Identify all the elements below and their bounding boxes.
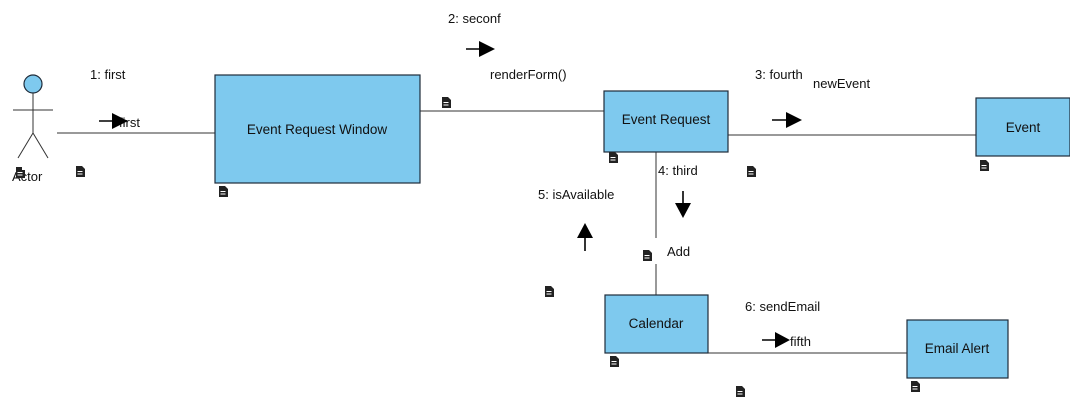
arrow-right-icon xyxy=(99,113,128,129)
arrow-up-icon xyxy=(577,223,593,251)
node-event-request-window[interactable]: Event Request Window xyxy=(214,74,421,184)
node-event[interactable]: Event xyxy=(975,97,1070,157)
node-email-alert-label: Email Alert xyxy=(925,341,990,356)
arrow-down-icon xyxy=(675,191,691,218)
message-3-sublabel: newEvent xyxy=(813,76,870,91)
message-2-label: 2: seconf xyxy=(448,11,501,26)
node-calendar[interactable]: Calendar xyxy=(604,294,709,354)
document-icon xyxy=(911,381,920,392)
node-calendar-label: Calendar xyxy=(629,316,684,331)
node-event-request-window-label: Event Request Window xyxy=(247,122,388,137)
message-4-label: 4: third xyxy=(658,163,698,178)
message-3-label: 3: fourth xyxy=(755,67,803,82)
message-2-operation: renderForm() xyxy=(490,67,567,82)
message-1-label: 1: first xyxy=(90,67,126,82)
arrow-right-icon xyxy=(762,332,790,348)
message-6-operation: fifth xyxy=(790,334,811,349)
message-5-label: 5: isAvailable xyxy=(538,187,614,202)
document-icon xyxy=(219,186,228,197)
document-icon xyxy=(980,160,989,171)
message-6-label: 6: sendEmail xyxy=(745,299,820,314)
document-icon xyxy=(610,356,619,367)
document-icon xyxy=(747,166,756,177)
document-icon xyxy=(16,167,25,178)
message-1-arrow-label: first xyxy=(119,115,140,130)
message-4-operation: Add xyxy=(667,244,690,259)
actor-head xyxy=(23,74,43,94)
document-icon xyxy=(76,166,85,177)
actor-figure[interactable] xyxy=(13,74,53,159)
arrow-right-icon xyxy=(772,112,802,128)
document-icon xyxy=(609,152,618,163)
node-event-request[interactable]: Event Request xyxy=(603,90,729,153)
arrow-right-icon xyxy=(466,41,495,57)
node-email-alert[interactable]: Email Alert xyxy=(906,319,1009,379)
document-icon xyxy=(545,286,554,297)
document-icon xyxy=(442,97,451,108)
document-icon xyxy=(736,386,745,397)
node-event-label: Event xyxy=(1006,120,1041,135)
node-event-request-label: Event Request xyxy=(622,112,711,127)
document-icon xyxy=(643,250,652,261)
